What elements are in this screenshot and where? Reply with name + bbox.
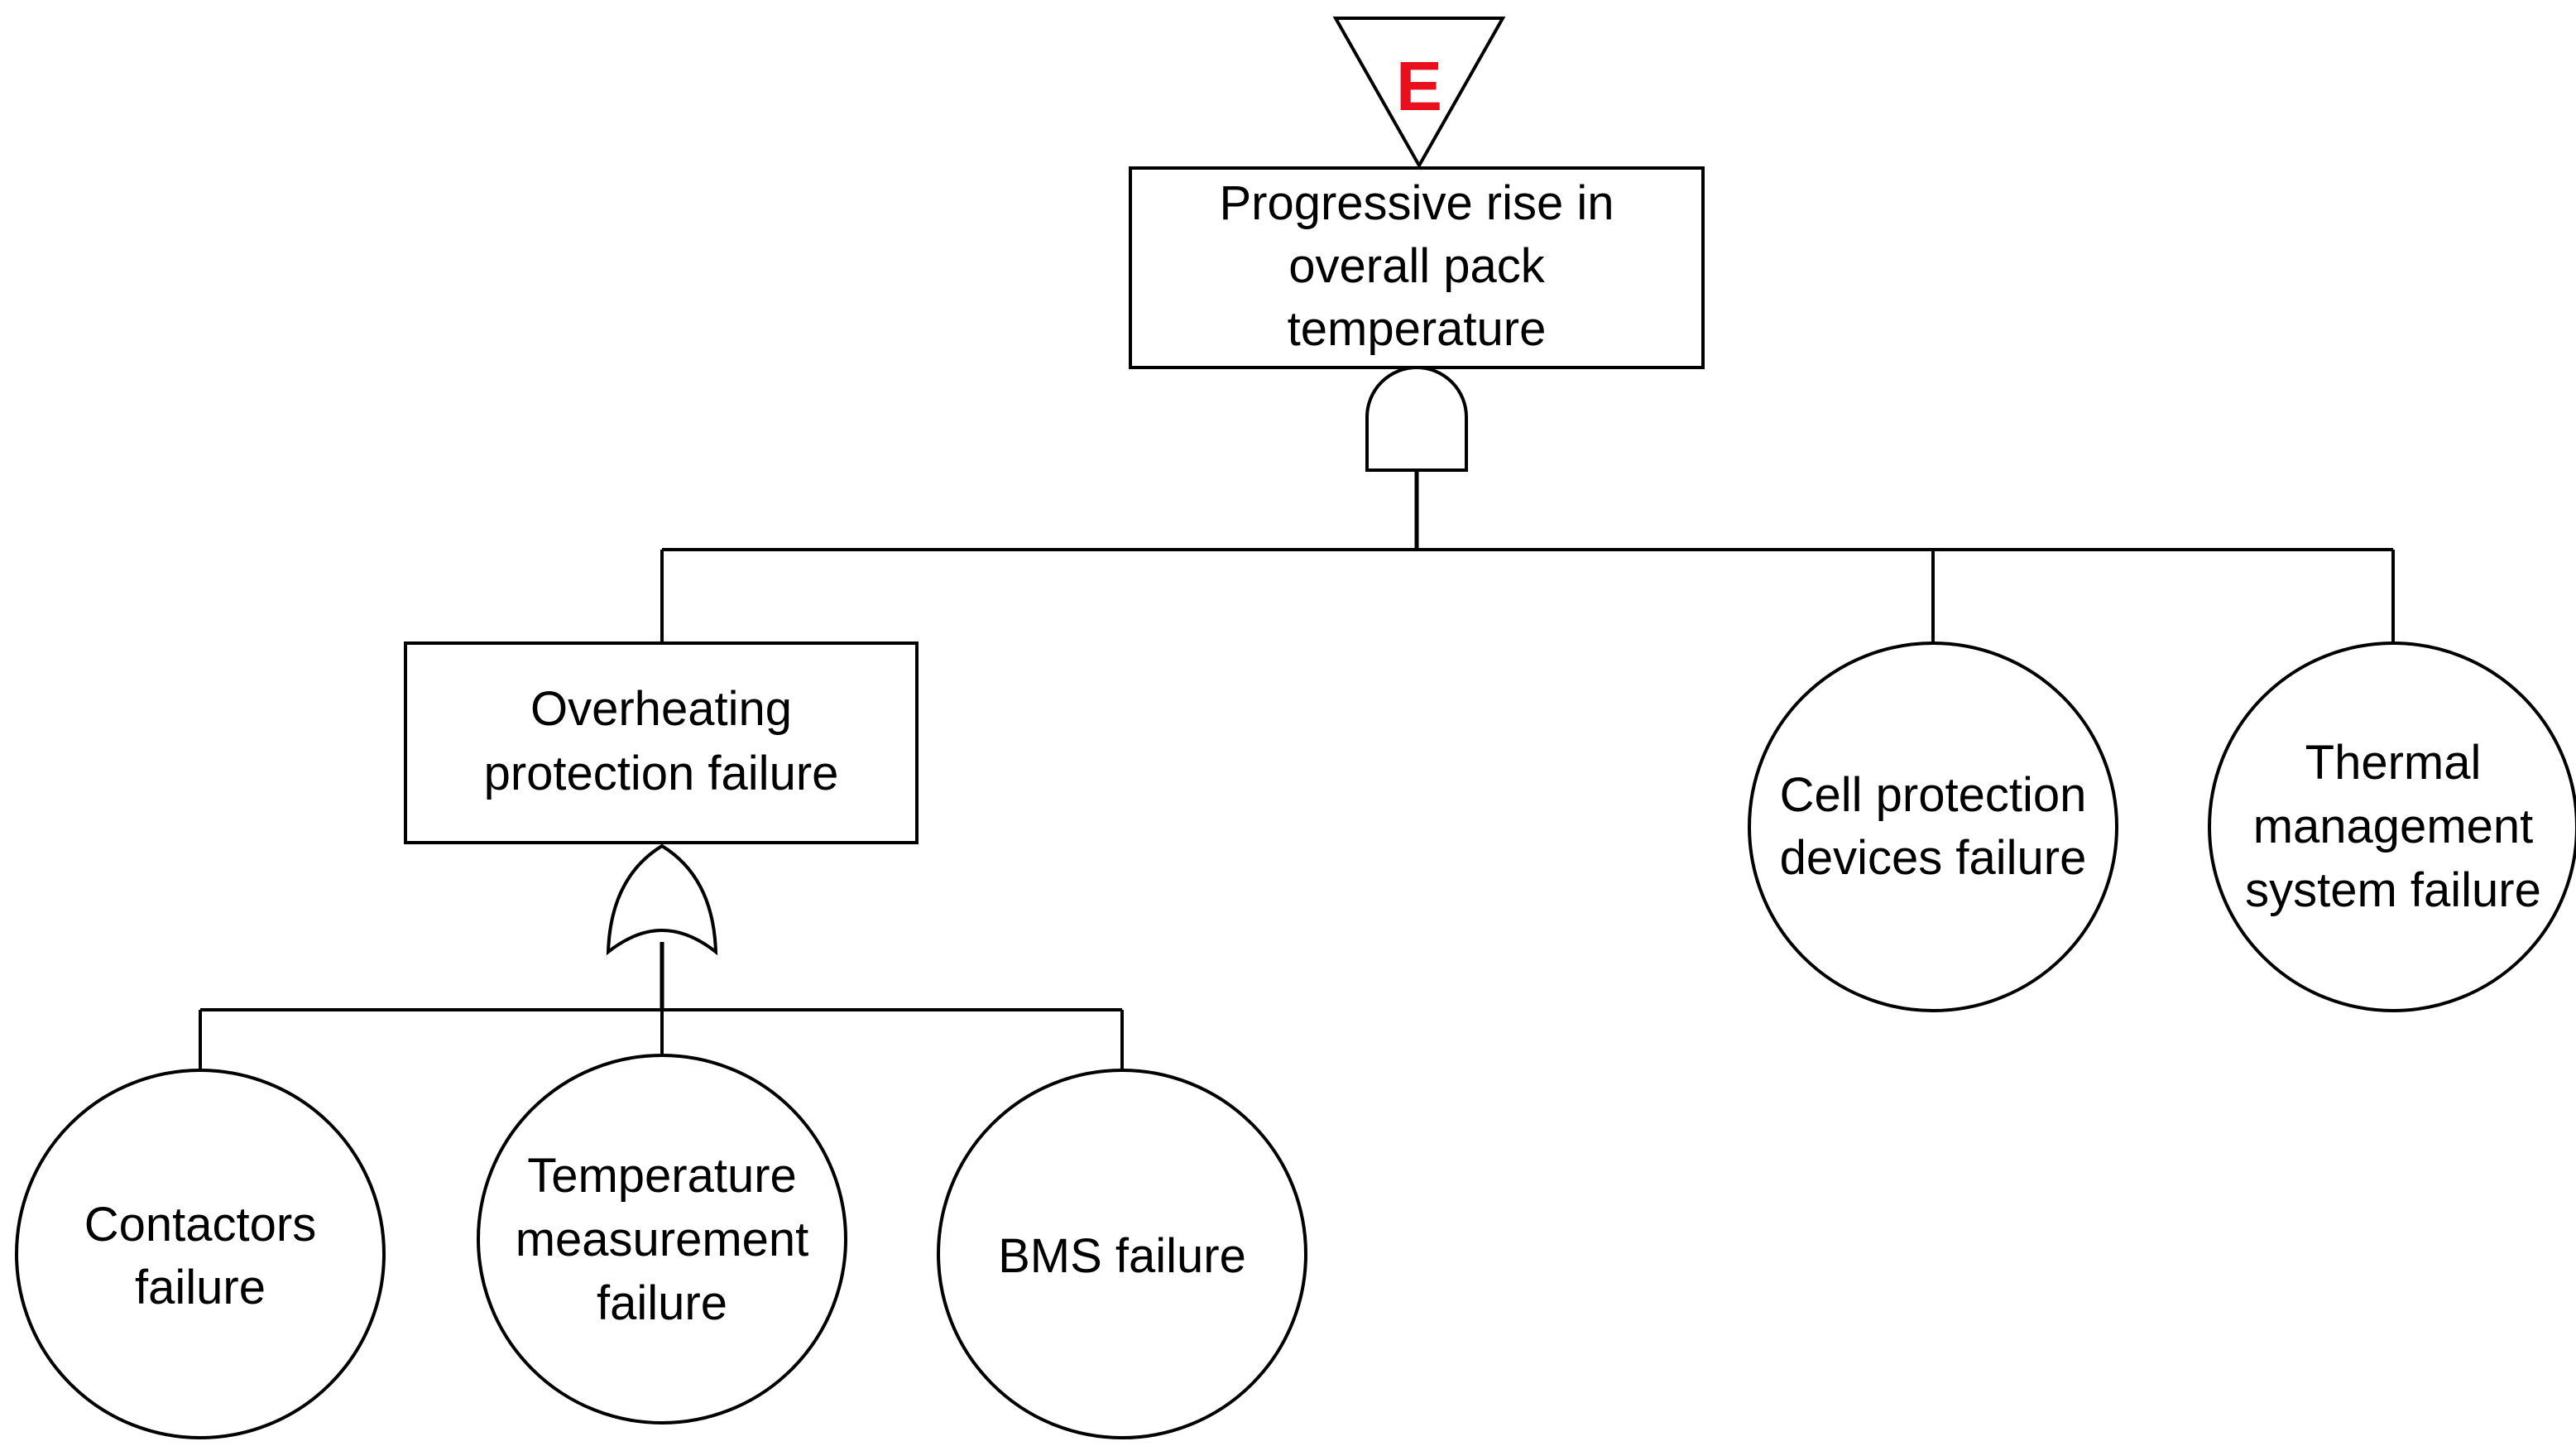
cell-protection-circle [1748,641,2118,1012]
transfer-triangle: E [1332,17,1506,170]
temperature-measurement-circle [477,1054,847,1425]
contactors-label-line2: failure [135,1261,266,1314]
top-event: Progressive rise in overall pack tempera… [1129,166,1705,369]
bms-label-line1: BMS failure [998,1229,1246,1283]
basic-event-thermal-management: Thermal management system failure [2208,641,2576,1012]
transfer-triangle-shape [1332,17,1506,170]
basic-event-cell-protection: Cell protection devices failure [1748,641,2118,1012]
or-gate-icon [606,843,718,956]
thermal-management-label-line3: system failure [2245,863,2541,917]
basic-event-contactors: Contactors failure [15,1069,386,1439]
basic-event-bms: BMS failure [937,1069,1307,1439]
intermediate-event-box [404,641,919,844]
thermal-management-label-line2: management [2253,800,2534,853]
contactors-label-line1: Contactors [84,1198,316,1252]
intermediate-event-label-line2: protection failure [484,747,839,800]
temperature-measurement-label-line2: measurement [516,1213,809,1266]
thermal-management-circle [2208,641,2576,1012]
intermediate-event-label-line1: Overheating [530,682,792,736]
and-gate-icon [1365,366,1468,472]
cell-protection-label-line2: devices failure [1780,831,2087,885]
thermal-management-label-line1: Thermal [2305,736,2482,790]
bms-circle [937,1069,1307,1439]
top-event-label-line1: Progressive rise in [1219,176,1614,230]
top-event-box [1129,166,1705,369]
basic-event-temperature-measurement: Temperature measurement failure [477,1054,847,1425]
cell-protection-label-line1: Cell protection [1780,768,2087,822]
connectors [199,472,2395,1071]
top-event-label-line3: temperature [1288,302,1547,356]
top-event-label-line2: overall pack [1288,239,1545,293]
temperature-measurement-label-line1: Temperature [527,1149,797,1203]
transfer-marker-letter: E [1396,47,1442,125]
intermediate-event: Overheating protection failure [404,641,919,844]
temperature-measurement-label-line3: failure [597,1276,727,1330]
contactors-circle [15,1069,386,1439]
